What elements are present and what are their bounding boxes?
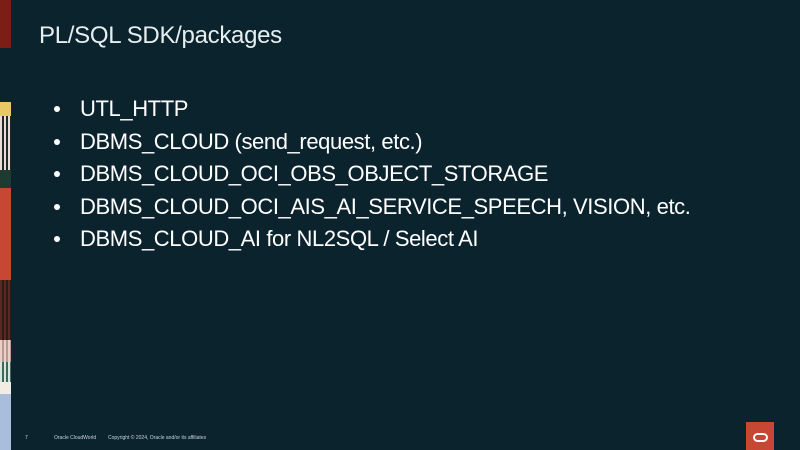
- bullet-icon: [54, 203, 60, 210]
- bullet-item: DBMS_CLOUD_AI for NL2SQL / Select AI: [52, 223, 690, 256]
- decorative-side-strip: [0, 0, 11, 450]
- page-number: 7: [25, 435, 28, 441]
- bullet-item: DBMS_CLOUD_OCI_OBS_OBJECT_STORAGE: [52, 158, 690, 191]
- slide-title: PL/SQL SDK/packages: [39, 22, 282, 49]
- bullet-text: DBMS_CLOUD_OCI_OBS_OBJECT_STORAGE: [80, 161, 549, 186]
- oracle-logo-icon: [746, 422, 774, 450]
- bullet-icon: [54, 236, 60, 242]
- bullet-text: UTL_HTTP: [80, 96, 189, 121]
- bullet-icon: [54, 171, 60, 177]
- bullet-text: DBMS_CLOUD_OCI_AIS_AI_SERVICE_SPEECH, VI…: [80, 193, 691, 219]
- footer-copyright: Copyright © 2024, Oracle and/or its affi…: [108, 435, 207, 441]
- bullet-text: DBMS_CLOUD_AI for NL2SQL / Select AI: [80, 226, 479, 251]
- bullet-text: DBMS_CLOUD (send_request, etc.): [80, 128, 423, 154]
- oracle-ring-icon: [753, 433, 768, 442]
- bullet-icon: [54, 106, 60, 112]
- bullet-item: DBMS_CLOUD (send_request, etc.): [52, 126, 690, 159]
- bullet-item: UTL_HTTP: [52, 93, 690, 126]
- bullet-item: DBMS_CLOUD_OCI_AIS_AI_SERVICE_SPEECH, VI…: [52, 191, 691, 224]
- footer-event: Oracle CloudWorld: [54, 435, 97, 441]
- bullet-icon: [54, 138, 60, 145]
- bullet-list: UTL_HTTP DBMS_CLOUD (send_request, etc.)…: [52, 93, 691, 256]
